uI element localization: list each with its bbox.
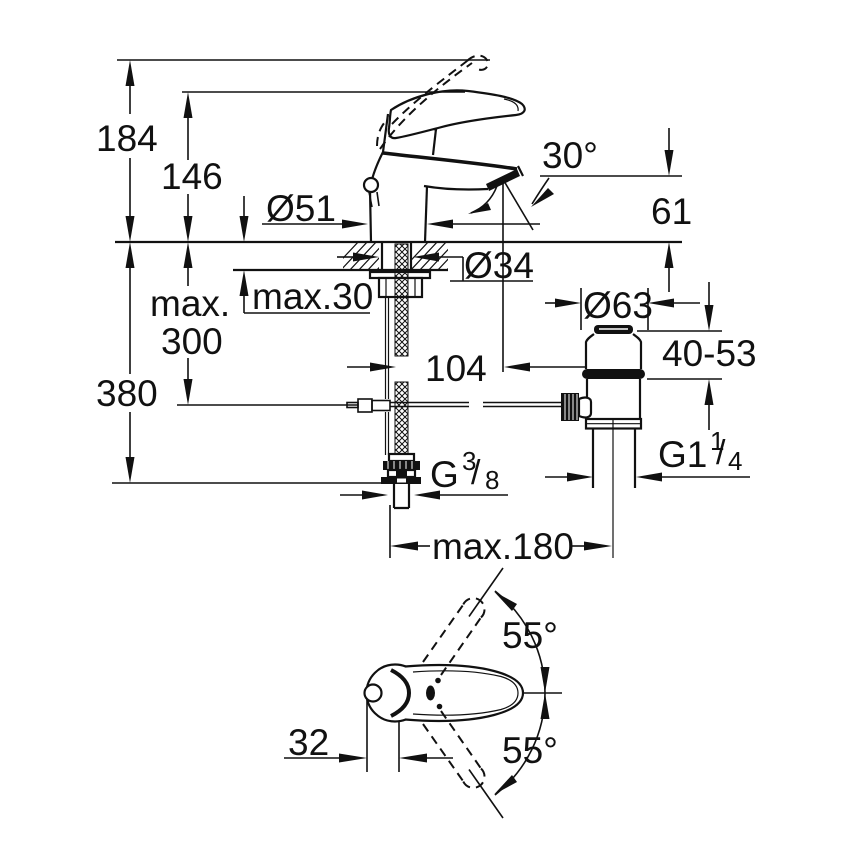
dimension-55-lower [468,692,550,819]
label-waste-clamp-range: 40-53 [662,333,757,374]
dimension-146-max300 [177,91,465,406]
dimension-184-380 [112,59,490,484]
label-swivel-down: 55° [502,730,558,771]
side-view [112,54,750,558]
dimension-max30 [239,196,370,314]
pull-rod-knob-plan [363,683,383,703]
dimension-61 [664,128,674,292]
dimension-dia34 [337,252,533,282]
lever-swivel-down-dashed [422,710,486,789]
dimension-55-upper [468,567,550,694]
dimension-dia51 [262,219,540,229]
label-max-waste-distance: max.180 [432,526,574,567]
label-g114-slash: / [716,434,726,472]
supply-hose-fitting [381,452,421,484]
pull-rod-knob-side [362,176,380,194]
label-base-diameter: Ø51 [266,188,336,229]
label-g38-main: G [430,454,459,495]
dimension-g114 [545,472,750,482]
flexible-hose-lower [394,381,409,457]
hose-end-pipe [392,484,411,510]
dimension-max180 [389,505,612,558]
dimension-dia63 [545,288,700,330]
label-hose-length: 380 [96,373,158,414]
label-spout-projection: 104 [425,348,487,389]
plan-view [284,567,562,819]
label-g38-sub: 8 [485,465,499,495]
dimension-32 [284,700,453,772]
label-max-rod-length-2: 300 [161,321,223,362]
label-max-deck-thickness: max.30 [252,276,373,317]
flexible-hose-upper [394,243,409,357]
dimension-104 [347,362,585,372]
waste-tailpipe [591,428,637,488]
pop-up-waste [561,325,645,558]
label-swivel-up: 55° [502,615,558,656]
dimension-labels: 184 146 Ø51 30° 61 Ø34 max.30 max. 300 3… [96,118,757,771]
label-spout-angle: 30° [542,135,598,176]
label-g114-sup: 1 [710,426,724,456]
horizontal-rod-right [483,401,561,408]
label-g114-sub: 4 [728,446,742,476]
label-hole-diameter: Ø34 [464,245,534,286]
dimension-40-53 [637,282,722,430]
label-g114-main: G1 [658,434,707,475]
label-overall-height: 184 [96,118,158,159]
aerator [486,169,520,191]
label-supply-thread: G 3 / 8 [430,446,499,495]
label-spout-outlet-height: 61 [651,191,692,232]
annotation-spout-angle [468,175,682,372]
waste-seal-ring [582,369,645,379]
label-g38-slash: / [471,454,481,492]
spout-underside [423,184,489,191]
label-waste-thread: G1 1 / 4 [658,426,742,476]
label-height-to-lever: 146 [161,156,223,197]
rod-adjust-knob [561,393,593,421]
lever-plan-outline [404,664,525,722]
label-g38-sup: 3 [462,446,476,476]
lever-pivot-edge [390,668,412,718]
horizontal-rod-left [390,401,469,408]
label-max-rod-length-1: max. [150,283,230,324]
shank-and-hoses [346,243,561,510]
label-waste-flange-diameter: Ø63 [583,285,653,326]
lever-swivel-up-dashed [422,597,486,676]
spout-top-edge [382,151,518,171]
faucet-body [362,113,524,243]
dimension-g38 [340,490,508,500]
label-knob-offset: 32 [288,722,329,763]
